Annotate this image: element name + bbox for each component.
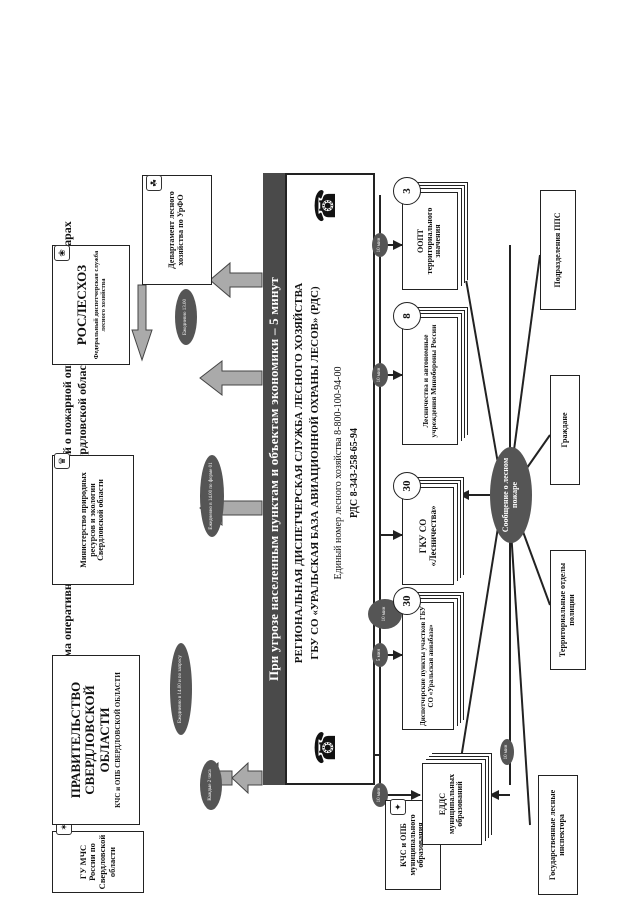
government-box: ПРАВИТЕЛЬСТВО СВЕРДЛОВСКОЙ ОБЛАСТИ КЧС и… <box>52 655 140 825</box>
dispatch-badge: 30 <box>393 587 421 615</box>
diagram-page: ГУ МЧС России по Свердловской области ✶ … <box>50 165 590 905</box>
inspectors-label: Государственные лесные инспектора <box>548 789 566 881</box>
big-arrows <box>131 261 263 795</box>
dispatch-badge-value: 30 <box>401 595 413 607</box>
pps-box: Подразделения ППС <box>540 190 576 310</box>
time-gov-label: Ежедневно в 14.00 и по запросу <box>178 655 184 723</box>
time-department-label: Ежедневно 13.00 <box>183 298 189 336</box>
edds-box: ЕДДС муниципальных образований <box>422 763 482 845</box>
time-dispatch-label: 5 мин <box>377 648 383 662</box>
gov-line1: ПРАВИТЕЛЬСТВО <box>67 681 83 799</box>
time-ministry-oval: Ежедневно в 14.00 по форме 01 <box>200 455 224 537</box>
time-ministry-label: Ежедневно в 14.00 по форме 01 <box>209 462 215 530</box>
oopt-badge: 3 <box>393 177 421 205</box>
time-forestries-label: 10 мин <box>377 367 383 383</box>
time-report-label: 10 мин <box>504 744 510 760</box>
oopt-box: ООПТ территориального значения <box>402 192 458 290</box>
rosleshoz-box: РОСЛЕСХОЗ Федеральный диспетчерская служ… <box>52 245 130 365</box>
rds-box: РЕГИОНАЛЬНАЯ ДИСПЕТЧЕРСКАЯ СЛУЖБА ЛЕСНОГ… <box>285 173 375 785</box>
dispatch-points-label: Диспетчерские пункты участков ГБУ СО «Ур… <box>419 605 435 727</box>
citizens-box: Граждане <box>550 375 580 485</box>
forestries-badge-value: 8 <box>401 313 413 319</box>
dispatch-points-box: Диспетчерские пункты участков ГБУ СО «Ур… <box>402 602 454 730</box>
time-kchs-label: 10 мин <box>377 787 383 803</box>
department-label: Департамент лесного хозяйства по УрФО <box>167 191 185 269</box>
kchs-emblem-icon: ✦ <box>390 799 406 815</box>
rosleshoz-title: РОСЛЕСХОЗ <box>73 264 89 346</box>
rds-line4: РДС 8-343-258-65-94 <box>349 428 360 518</box>
time-mchs-label: Каждые 2 часа <box>208 769 214 801</box>
edds-label: ЕДДС муниципальных образований <box>437 773 465 835</box>
time-department-oval: Ежедневно 13.00 <box>175 289 197 345</box>
mchs-box: ГУ МЧС России по Свердловской области <box>52 831 144 893</box>
oopt-badge-value: 3 <box>401 188 413 194</box>
threat-banner: При угрозе населенным пунктам и объектам… <box>263 173 285 785</box>
time-oopt-oval: 10 мин <box>372 233 388 257</box>
time-mchs-oval: Каждые 2 часа <box>200 760 222 810</box>
report-label: Сообщение о лесном пожаре <box>501 457 519 533</box>
citizens-label: Граждане <box>559 412 569 448</box>
gov-line2: СВЕРДЛОВСКОЙ ОБЛАСТИ <box>82 685 112 795</box>
forestries-box: Лесничества и автономные учреждения Мино… <box>402 317 458 445</box>
department-emblem-icon: ☘ <box>146 175 162 191</box>
police-box: Территориальные отделы полиции <box>550 550 586 670</box>
gku-badge-value: 30 <box>401 480 413 492</box>
time-oopt-label: 10 мин <box>377 237 383 253</box>
inspectors-box: Государственные лесные инспектора <box>538 775 578 895</box>
pps-label: Подразделения ППС <box>552 212 562 288</box>
rds-line2: ГБУ СО «УРАЛЬСКАЯ БАЗА АВИАЦИОННОЙ ОХРАН… <box>309 286 321 660</box>
time-hub-label: 10 мин <box>382 606 388 622</box>
gku-badge: 30 <box>393 472 421 500</box>
time-gov-oval: Ежедневно в 14.00 и по запросу <box>170 643 192 735</box>
mchs-label: ГУ МЧС России по Свердловской области <box>77 834 117 890</box>
gku-box: ГКУ СО «Лесничества» <box>402 487 454 585</box>
ministry-emblem-icon: ♛ <box>54 453 70 469</box>
ministry-box: Министерство природных ресурсов и эколог… <box>52 455 134 585</box>
forestries-label: Лесничества и автономные учреждения Мино… <box>420 324 438 438</box>
forestries-badge: 8 <box>393 302 421 330</box>
ministry-label: Министерство природных ресурсов и эколог… <box>78 472 106 568</box>
police-label: Территориальные отделы полиции <box>558 562 576 658</box>
rosleshoz-emblem-icon: ❀ <box>54 245 70 261</box>
rosleshoz-sub: Федеральный диспетчерская служба лесного… <box>92 250 107 360</box>
time-forestries-oval: 10 мин <box>372 363 388 387</box>
time-report-oval: 10 мин <box>500 739 514 765</box>
time-dispatch-oval: 5 мин <box>372 643 388 667</box>
threat-banner-text: При угрозе населенным пунктам и объектам… <box>266 277 281 681</box>
gov-sub: КЧС и ОПБ СВЕРДЛОВСКОЙ ОБЛАСТИ <box>114 672 123 808</box>
phone-icon-left: ☎ <box>311 730 342 765</box>
gku-label: ГКУ СО «Лесничества» <box>417 505 438 567</box>
report-oval: Сообщение о лесном пожаре <box>490 447 532 543</box>
phone-icon-right: ☎ <box>311 188 342 223</box>
rds-line1: РЕГИОНАЛЬНАЯ ДИСПЕТЧЕРСКАЯ СЛУЖБА ЛЕСНОГ… <box>293 282 305 664</box>
rds-line3: Единый номер лесного хозяйства 8-800-100… <box>333 366 344 580</box>
oopt-label: ООПТ территориального значения <box>415 207 443 275</box>
department-box: Департамент лесного хозяйства по УрФО <box>142 175 212 285</box>
